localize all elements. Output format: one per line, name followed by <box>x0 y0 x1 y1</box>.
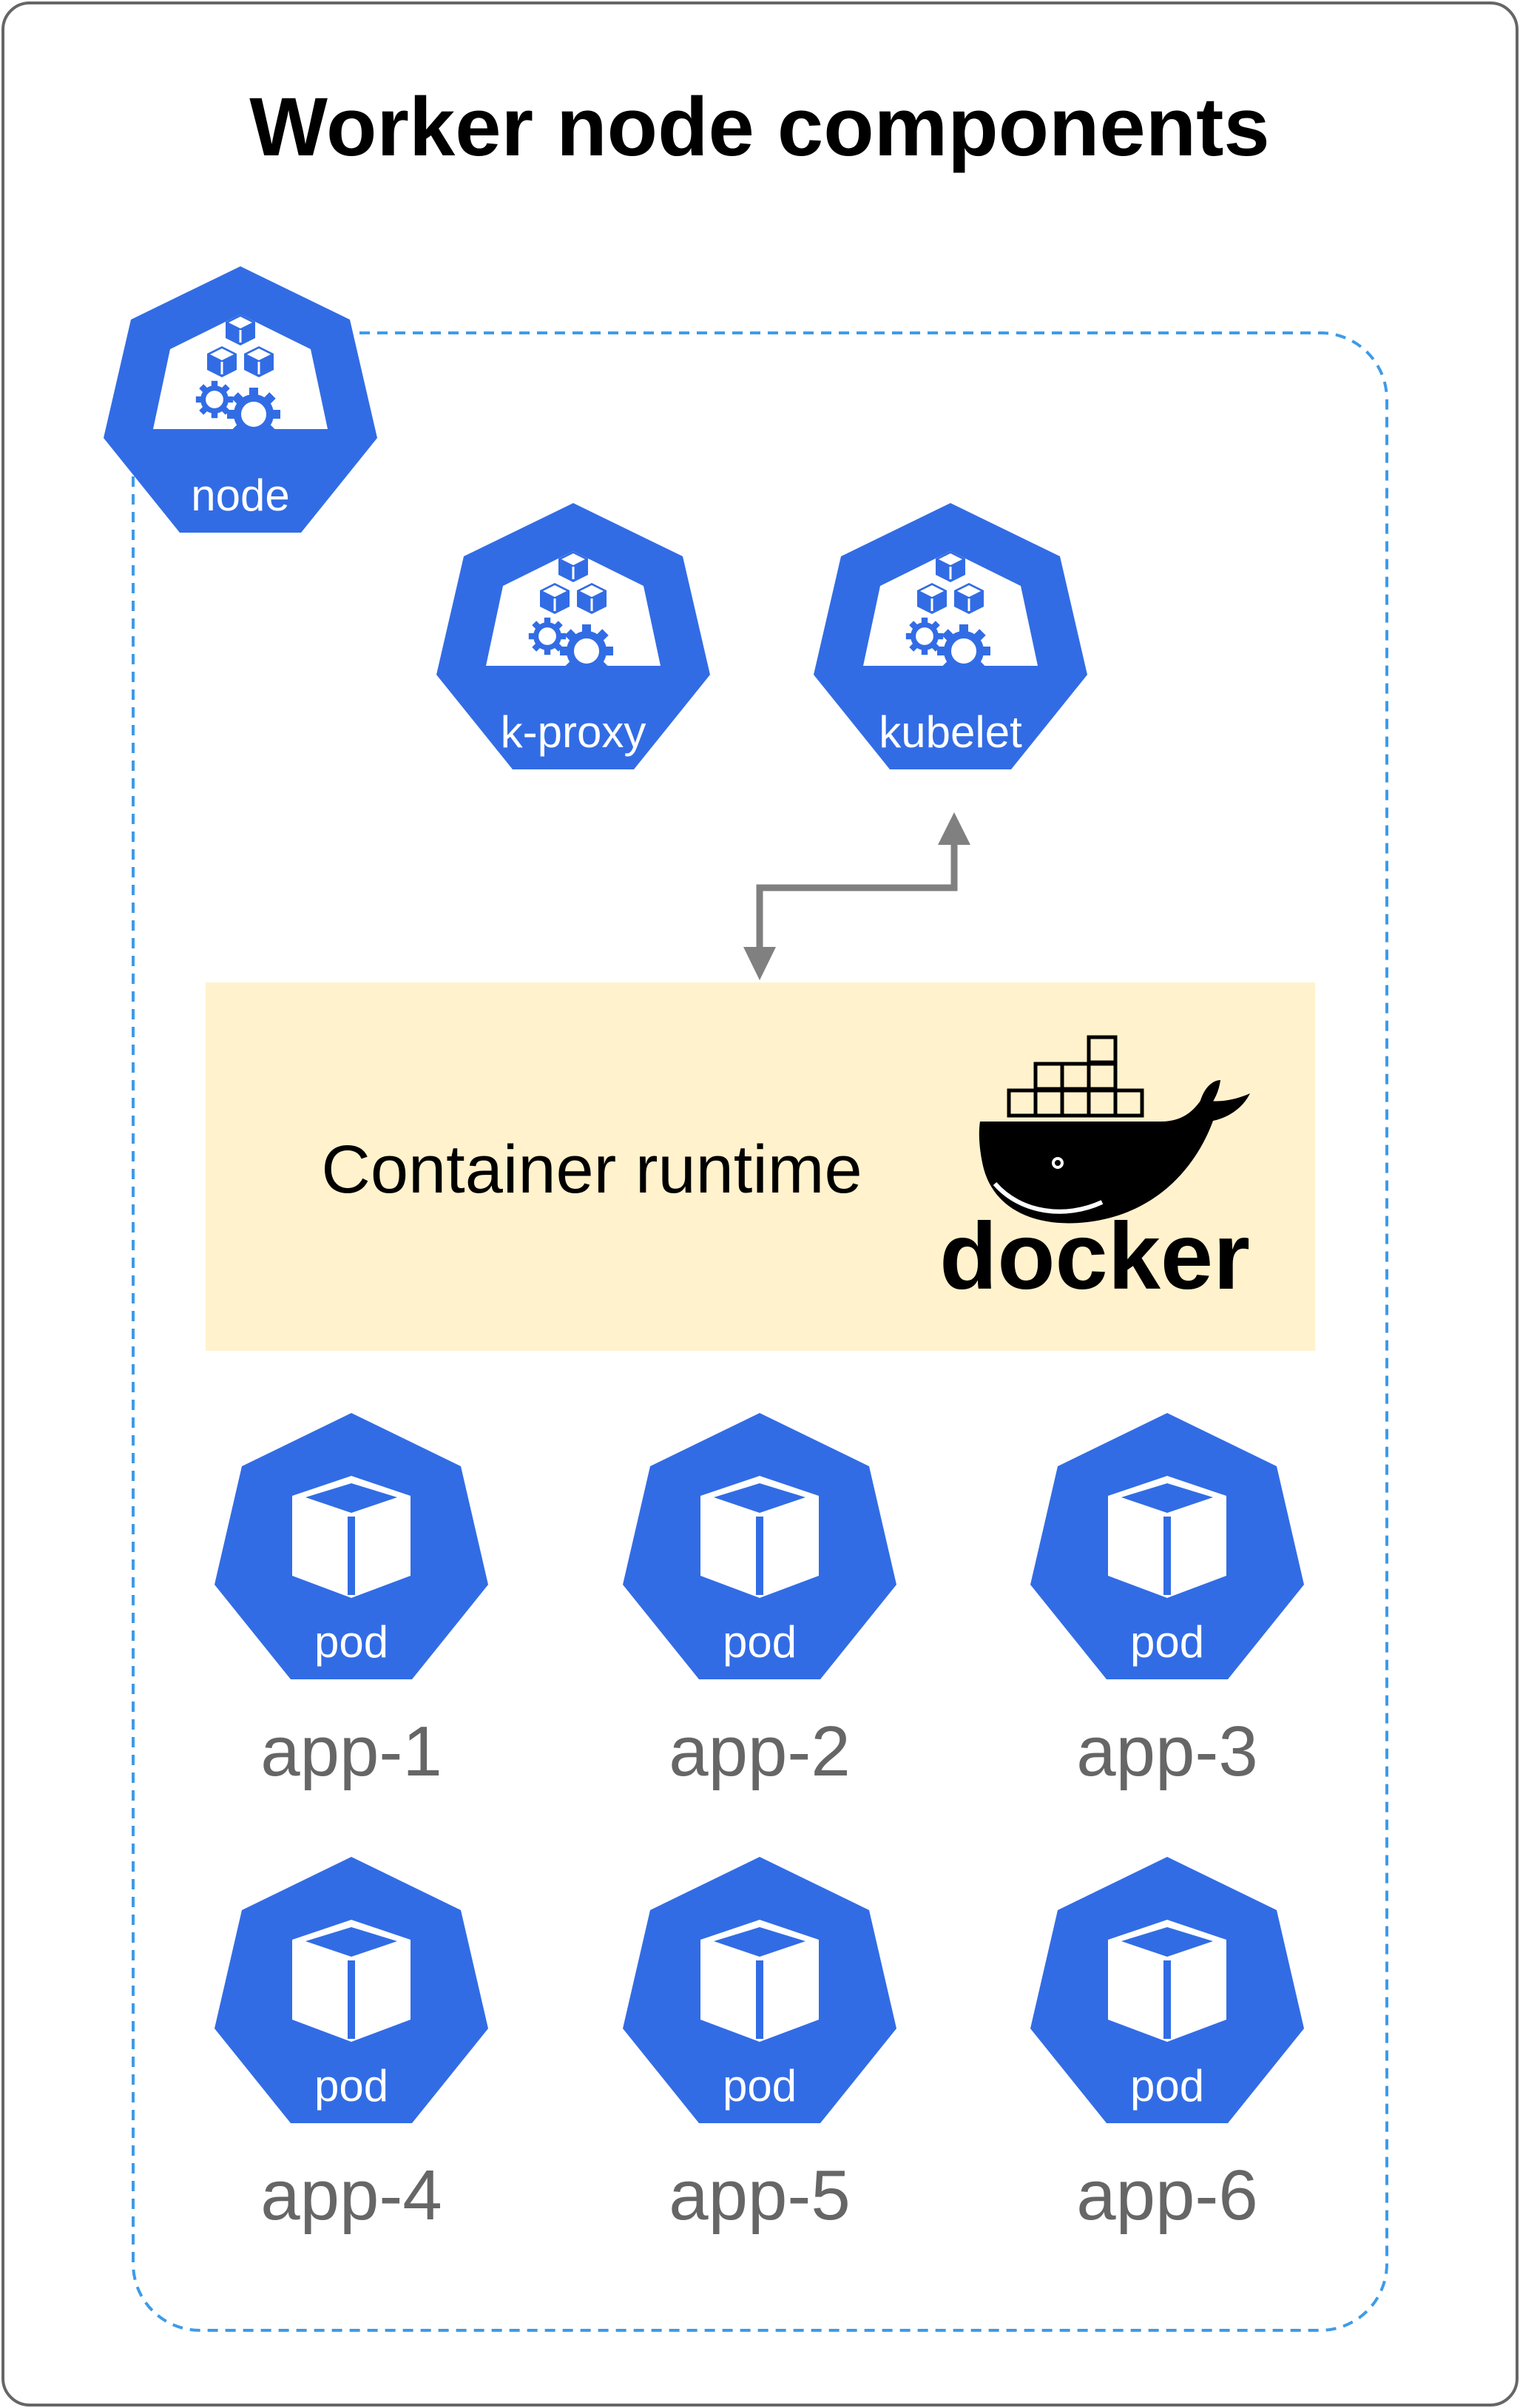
pod-app-name: app-2 <box>669 1712 851 1791</box>
kubelet-label: kubelet <box>879 707 1022 757</box>
arrowhead-down <box>743 947 776 980</box>
pod-icon: pod app-6 <box>1030 1857 1304 2235</box>
docker-logo: docker <box>939 1035 1250 1309</box>
pod-icon: pod app-1 <box>215 1413 488 1791</box>
pod-app-name: app-1 <box>260 1712 442 1791</box>
pod-app-name: app-4 <box>260 2156 442 2235</box>
pod-icon: pod app-4 <box>215 1857 488 2235</box>
pod-badge-label: pod <box>314 1617 388 1667</box>
pods-grid: pod app-1 pod app-2 pod app-3 pod app-4 pod app-5… <box>215 1413 1304 2235</box>
pod-icon: pod app-3 <box>1030 1413 1304 1791</box>
kubelet-runtime-connector <box>743 812 970 980</box>
arrowhead-up <box>938 812 970 845</box>
diagram-title: Worker node components <box>249 81 1269 173</box>
node-label: node <box>191 471 289 520</box>
k-proxy-label: k-proxy <box>501 707 646 757</box>
docker-wordmark: docker <box>939 1204 1250 1309</box>
pod-app-name: app-6 <box>1076 2156 1258 2235</box>
k-proxy-icon: k-proxy <box>436 503 710 769</box>
kubelet-icon: kubelet <box>814 503 1087 769</box>
pod-badge-label: pod <box>314 2061 388 2111</box>
pod-badge-label: pod <box>723 1617 797 1667</box>
pod-icon: pod app-5 <box>623 1857 896 2235</box>
pod-badge-label: pod <box>1130 2061 1204 2111</box>
node-icon: node <box>104 266 377 533</box>
docker-whale-icon <box>979 1035 1250 1224</box>
pod-app-name: app-5 <box>669 2156 851 2235</box>
pod-badge-label: pod <box>723 2061 797 2111</box>
node-boundary <box>132 331 1388 2332</box>
pod-icon: pod app-2 <box>623 1413 896 1791</box>
container-runtime-label: Container runtime <box>321 1132 862 1207</box>
pod-badge-label: pod <box>1130 1617 1204 1667</box>
pod-app-name: app-3 <box>1076 1712 1258 1791</box>
